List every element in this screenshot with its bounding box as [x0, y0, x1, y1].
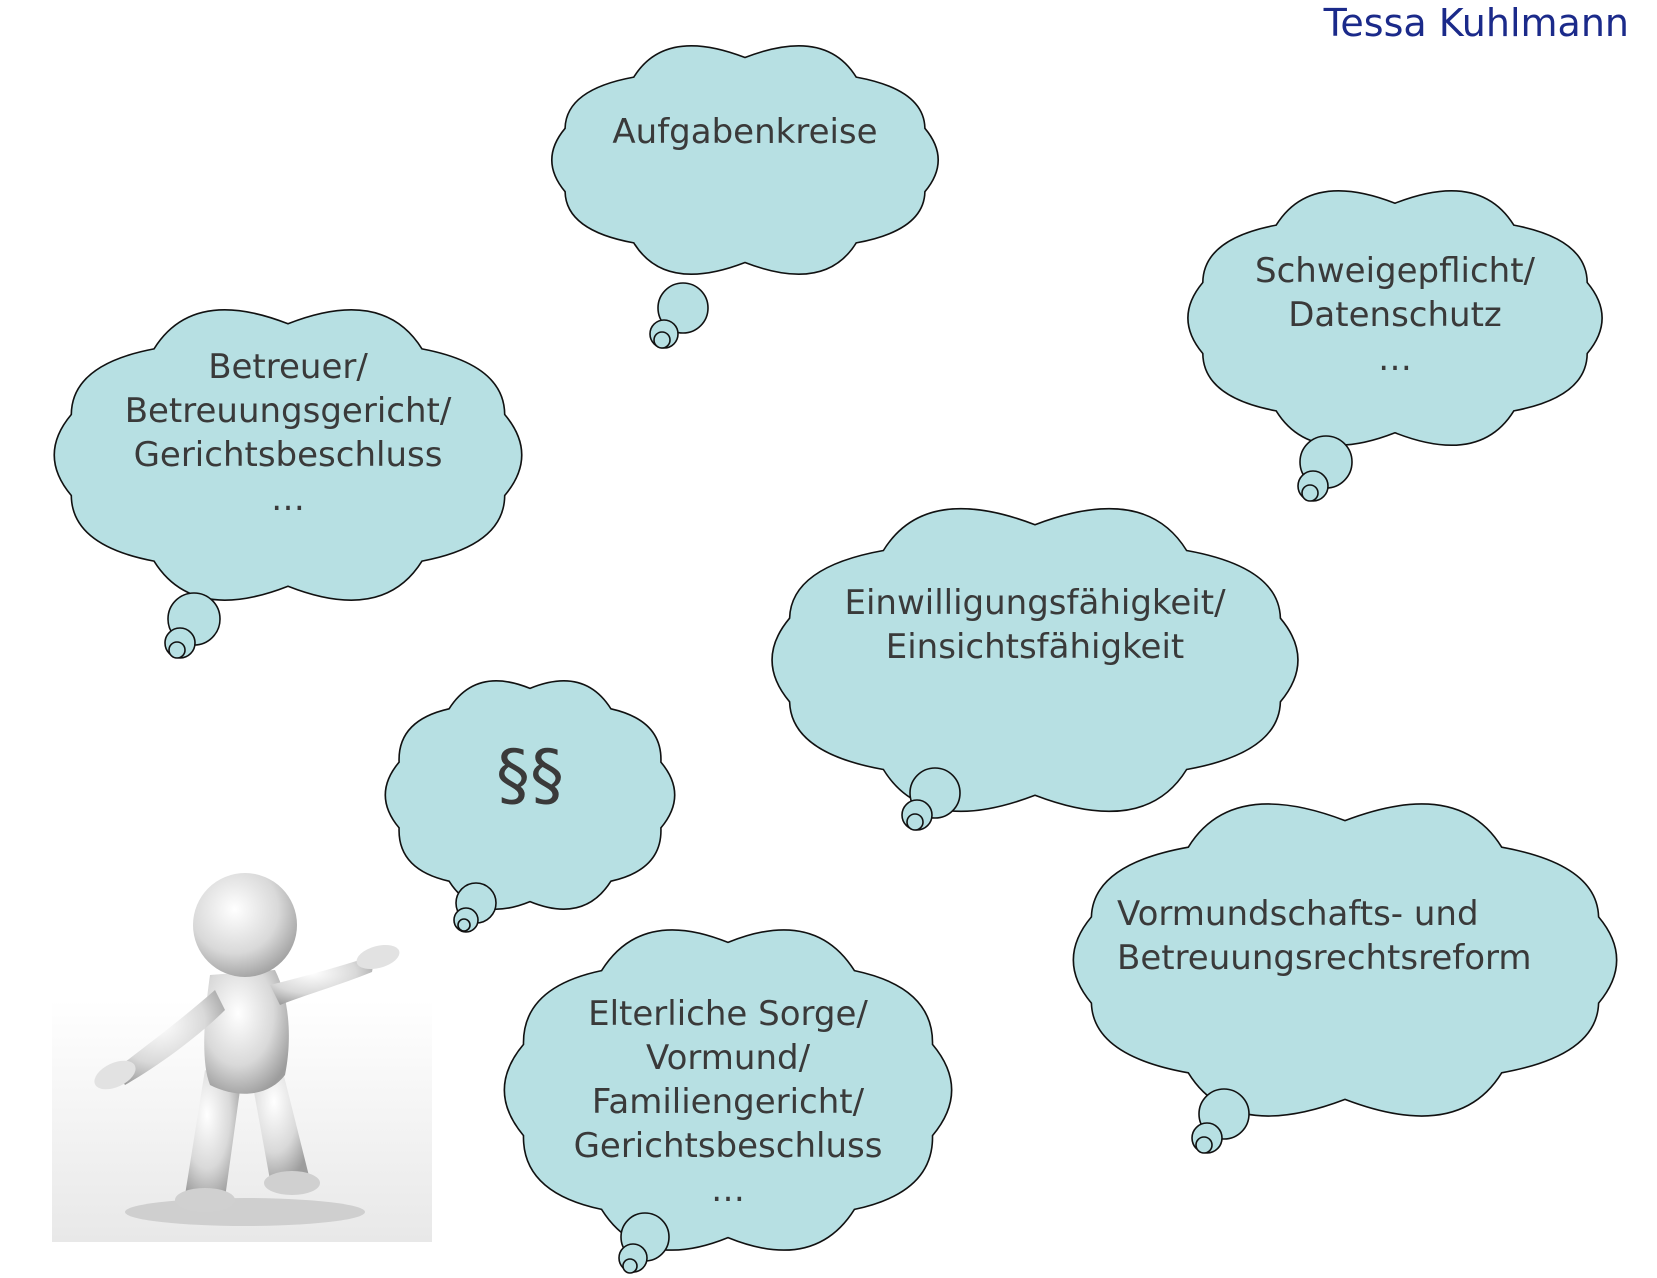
cloud-shape	[384, 680, 676, 910]
cloud-label-schweigepflicht-2: …	[1378, 339, 1412, 379]
thought-bubble-dot	[657, 282, 709, 334]
cloud-shape	[551, 45, 939, 275]
cloud-label-reform-1: Betreuungsrechtsreform	[1117, 938, 1532, 978]
thought-bubble-dot	[622, 1258, 638, 1274]
cloud-shape	[53, 309, 523, 601]
cloud-label-paragraph-0: §§	[496, 736, 564, 815]
thought-cloud-aufgabenkreise: Aufgabenkreise	[551, 45, 939, 349]
cloud-shape	[1187, 189, 1603, 447]
thought-cloud-elterliche: Elterliche Sorge/Vormund/Familiengericht…	[503, 929, 953, 1274]
author-header: Tessa Kuhlmann	[1324, 4, 1629, 42]
thought-cloud-reform: Vormundschafts- undBetreuungsrechtsrefor…	[1072, 803, 1618, 1154]
cloud-label-betreuer-0: Betreuer/	[208, 347, 368, 387]
thought-cloud-betreuer: Betreuer/Betreuungsgericht/Gerichtsbesch…	[53, 309, 523, 659]
cloud-label-elterliche-0: Elterliche Sorge/	[588, 994, 868, 1034]
author-name: Tessa Kuhlmann	[1323, 1, 1629, 45]
cloud-label-elterliche-3: Gerichtsbeschluss	[574, 1126, 883, 1166]
cloud-label-elterliche-2: Familiengericht/	[592, 1082, 865, 1122]
cloud-label-einwilligung-1: Einsichtsfähigkeit	[886, 627, 1184, 667]
cloud-label-elterliche-1: Vormund/	[646, 1038, 811, 1078]
cloud-shape	[771, 507, 1299, 813]
cloud-label-schweigepflicht-0: Schweigepflicht/	[1255, 251, 1536, 291]
cloud-shape	[503, 929, 953, 1251]
cloud-label-elterliche-4: …	[711, 1170, 745, 1210]
thought-bubble-dot	[653, 331, 671, 349]
cloud-label-schweigepflicht-1: Datenschutz	[1288, 295, 1502, 335]
cloud-label-einwilligung-0: Einwilligungsfähigkeit/	[844, 583, 1226, 623]
thought-bubble-dot	[906, 813, 924, 831]
cloud-label-betreuer-1: Betreuungsgericht/	[125, 391, 452, 431]
thought-bubble-dot	[457, 918, 471, 932]
cloud-label-betreuer-3: …	[271, 479, 305, 519]
cloud-shape	[1072, 803, 1618, 1117]
thought-cloud-einwilligung: Einwilligungsfähigkeit/Einsichtsfähigkei…	[771, 507, 1299, 831]
cloud-label-aufgabenkreise-0: Aufgabenkreise	[612, 112, 877, 152]
thought-bubble-dot	[168, 641, 186, 659]
thought-cloud-schweigepflicht: Schweigepflicht/Datenschutz…	[1187, 189, 1603, 502]
thought-bubble-dot	[1195, 1136, 1213, 1154]
cloud-label-reform-0: Vormundschafts- und	[1117, 894, 1479, 934]
thought-bubble-dot	[1301, 484, 1319, 502]
3d-person-shrug-icon	[52, 873, 432, 1242]
cloud-label-betreuer-2: Gerichtsbeschluss	[134, 435, 443, 475]
thought-cloud-paragraph: §§	[384, 680, 676, 933]
